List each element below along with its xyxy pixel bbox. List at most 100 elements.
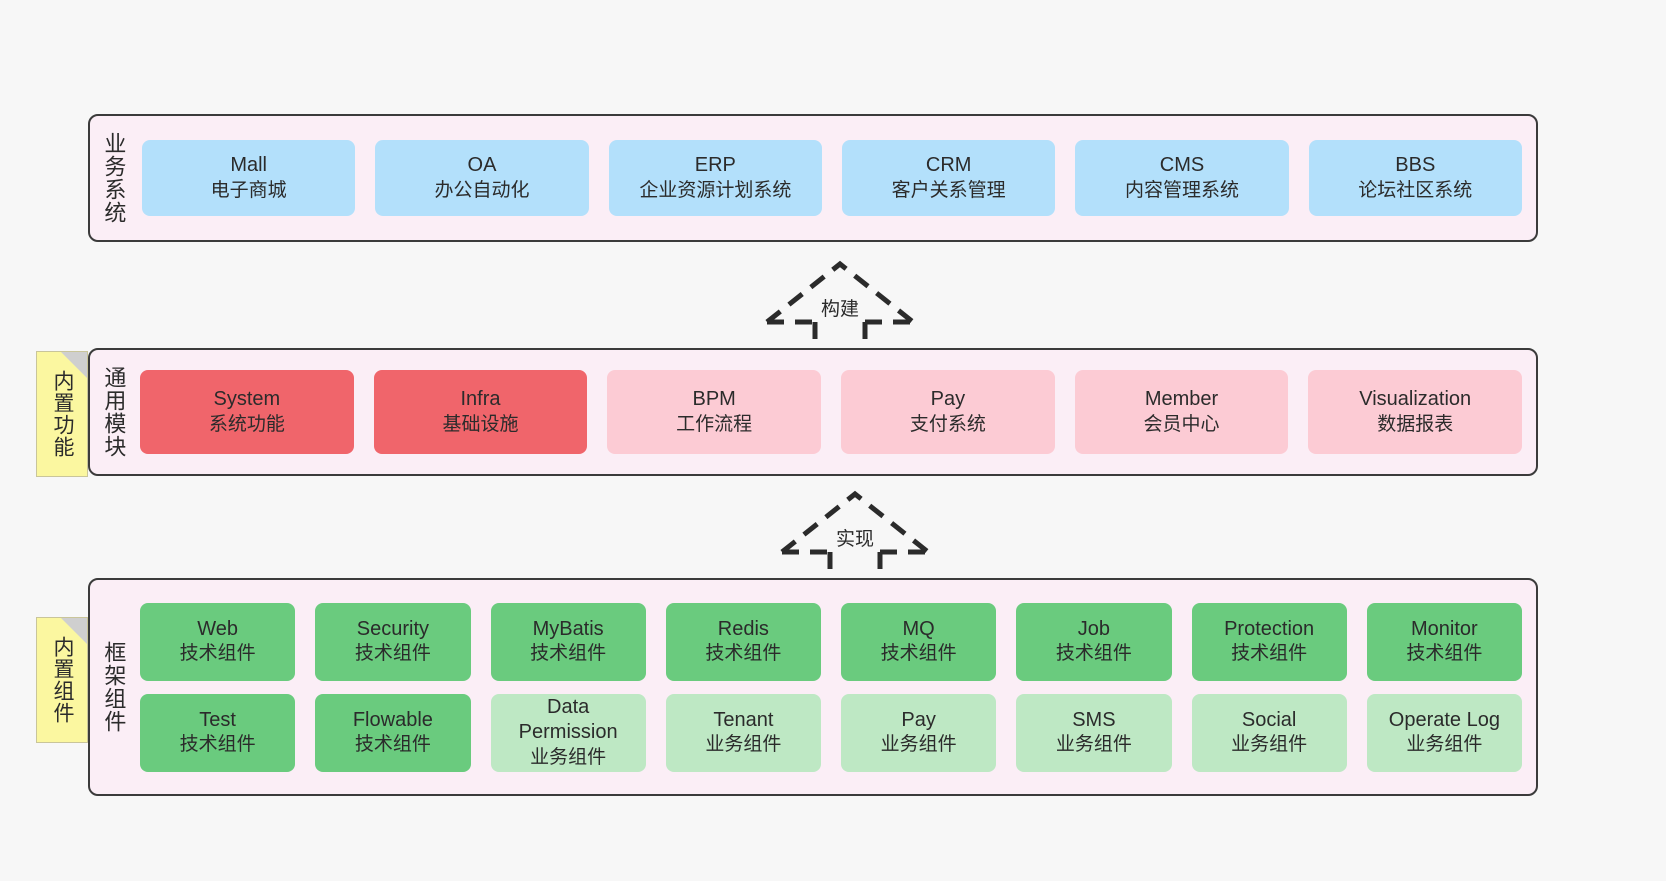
card-erp[interactable]: ERP 企业资源计划系统: [608, 140, 822, 216]
card-title: Member: [1144, 388, 1219, 411]
card-title: Security: [356, 617, 429, 640]
layer-title-framework-component: 框架组件: [101, 641, 127, 733]
card-title: MQ: [902, 617, 935, 640]
card-test[interactable]: Test 技术组件: [140, 693, 296, 772]
card-subtitle: 技术组件: [179, 643, 256, 665]
card-tenant[interactable]: Tenant 业务组件: [665, 693, 821, 772]
card-title: MyBatis: [532, 617, 604, 640]
card-title: Social: [1241, 708, 1297, 731]
layer-business-system: 业务系统 Mall 电子商城 OA 办公自动化 ERP 企业资源计划系统 CRM…: [88, 114, 1538, 242]
card-job[interactable]: Job 技术组件: [1016, 602, 1172, 681]
layer-body-business-system: Mall 电子商城 OA 办公自动化 ERP 企业资源计划系统 CRM 客户关系…: [136, 116, 1536, 240]
card-title: Visualization: [1359, 388, 1472, 411]
card-title: OA: [467, 154, 497, 177]
arrow-build-label: 构建: [820, 299, 860, 320]
card-cms[interactable]: CMS 内容管理系统: [1075, 140, 1289, 216]
card-subtitle: 支付系统: [909, 413, 986, 435]
arrow-implement-label: 实现: [835, 529, 875, 550]
card-title: CRM: [925, 154, 972, 177]
card-title: Pay: [901, 708, 936, 731]
card-subtitle: 业务组件: [1055, 734, 1132, 756]
card-subtitle: 技术组件: [1231, 643, 1308, 665]
card-title: ERP: [694, 154, 736, 177]
card-title: Protection: [1224, 617, 1315, 640]
row-common-modules: System 系统功能 Infra 基础设施 BPM 工作流程 Pay 支付系统…: [140, 370, 1523, 454]
card-crm[interactable]: CRM 客户关系管理: [841, 140, 1056, 216]
card-title: BBS: [1395, 154, 1436, 177]
card-bbs[interactable]: BBS 论坛社区系统: [1308, 140, 1522, 216]
card-subtitle: 数据报表: [1377, 413, 1454, 435]
card-mybatis[interactable]: MyBatis 技术组件: [490, 602, 646, 681]
card-subtitle: 技术组件: [179, 734, 256, 756]
card-operate-log[interactable]: Operate Log 业务组件: [1366, 693, 1522, 772]
folded-corner-icon: [61, 352, 87, 378]
card-title: Test: [199, 708, 236, 731]
card-monitor[interactable]: Monitor 技术组件: [1366, 602, 1522, 681]
card-title: Tenant: [713, 708, 774, 731]
card-redis[interactable]: Redis 技术组件: [665, 602, 821, 681]
card-title: Job: [1077, 617, 1110, 640]
card-subtitle: 客户关系管理: [891, 179, 1006, 201]
card-visualization[interactable]: Visualization 数据报表: [1308, 370, 1523, 454]
card-subtitle: 业务组件: [1231, 734, 1308, 756]
card-title: Operate Log: [1388, 708, 1500, 731]
card-mq[interactable]: MQ 技术组件: [841, 602, 997, 681]
card-mall[interactable]: Mall 电子商城: [142, 140, 356, 216]
card-title: SMS: [1072, 708, 1116, 731]
note-label: 内置功能: [50, 370, 74, 458]
card-title: Web: [197, 617, 238, 640]
card-title: Infra: [460, 388, 501, 411]
card-subtitle: 技术组件: [354, 734, 431, 756]
arrow-implement: 实现: [770, 488, 940, 586]
card-subtitle: 论坛社区系统: [1358, 179, 1473, 201]
card-title: Flowable: [352, 708, 433, 731]
layer-title-common-module: 通用模块: [101, 366, 127, 458]
card-subtitle: 技术组件: [354, 643, 431, 665]
row-tech-components: Web 技术组件 Security 技术组件 MyBatis 技术组件 Redi…: [140, 602, 1522, 681]
card-subtitle: 技术组件: [1406, 643, 1483, 665]
card-data-permission[interactable]: Data Permission 业务组件: [490, 693, 646, 772]
card-subtitle: 业务组件: [1406, 734, 1483, 756]
card-subtitle: 工作流程: [676, 413, 753, 435]
card-title: Monitor: [1411, 617, 1478, 640]
arrow-build: 构建: [755, 258, 925, 356]
card-system[interactable]: System 系统功能: [140, 370, 354, 454]
card-subtitle: 技术组件: [1055, 643, 1132, 665]
card-subtitle: 技术组件: [705, 643, 782, 665]
card-subtitle: 系统功能: [208, 413, 285, 435]
card-title: System: [213, 388, 281, 411]
card-subtitle: 企业资源计划系统: [639, 179, 792, 201]
card-security[interactable]: Security 技术组件: [315, 602, 471, 681]
card-title: CMS: [1159, 154, 1205, 177]
card-pay-component[interactable]: Pay 业务组件: [841, 693, 997, 772]
card-subtitle: 技术组件: [880, 643, 957, 665]
card-oa[interactable]: OA 办公自动化: [375, 140, 589, 216]
layer-framework-component: 框架组件 Web 技术组件 Security 技术组件 MyBatis 技术组件…: [88, 578, 1538, 796]
card-infra[interactable]: Infra 基础设施: [373, 370, 588, 454]
arrow-build-shape: [765, 260, 915, 354]
card-title: Data Permission: [518, 695, 618, 744]
card-protection[interactable]: Protection 技术组件: [1191, 602, 1347, 681]
row-business-systems: Mall 电子商城 OA 办公自动化 ERP 企业资源计划系统 CRM 客户关系…: [142, 140, 1522, 216]
card-sms[interactable]: SMS 业务组件: [1016, 693, 1172, 772]
note-builtin-function: 内置功能: [36, 351, 88, 477]
card-member[interactable]: Member 会员中心: [1074, 370, 1289, 454]
row-business-components: Test 技术组件 Flowable 技术组件 Data Permission …: [140, 693, 1522, 772]
card-subtitle: 电子商城: [210, 179, 287, 201]
card-title: Pay: [930, 388, 966, 411]
folded-corner-icon: [61, 618, 87, 644]
card-social[interactable]: Social 业务组件: [1191, 693, 1347, 772]
card-pay-module[interactable]: Pay 支付系统: [841, 370, 1055, 454]
card-subtitle: 会员中心: [1143, 413, 1220, 435]
layer-body-common-module: System 系统功能 Infra 基础设施 BPM 工作流程 Pay 支付系统…: [136, 350, 1536, 474]
note-label: 内置组件: [50, 636, 74, 724]
card-bpm[interactable]: BPM 工作流程: [607, 370, 822, 454]
card-subtitle: 基础设施: [442, 413, 519, 435]
card-flowable[interactable]: Flowable 技术组件: [315, 693, 471, 772]
card-subtitle: 业务组件: [880, 734, 957, 756]
card-title: Mall: [230, 154, 267, 177]
layer-title-business-system: 业务系统: [101, 132, 127, 224]
note-builtin-component: 内置组件: [36, 617, 88, 743]
card-subtitle: 技术组件: [530, 643, 607, 665]
card-web[interactable]: Web 技术组件: [140, 602, 296, 681]
